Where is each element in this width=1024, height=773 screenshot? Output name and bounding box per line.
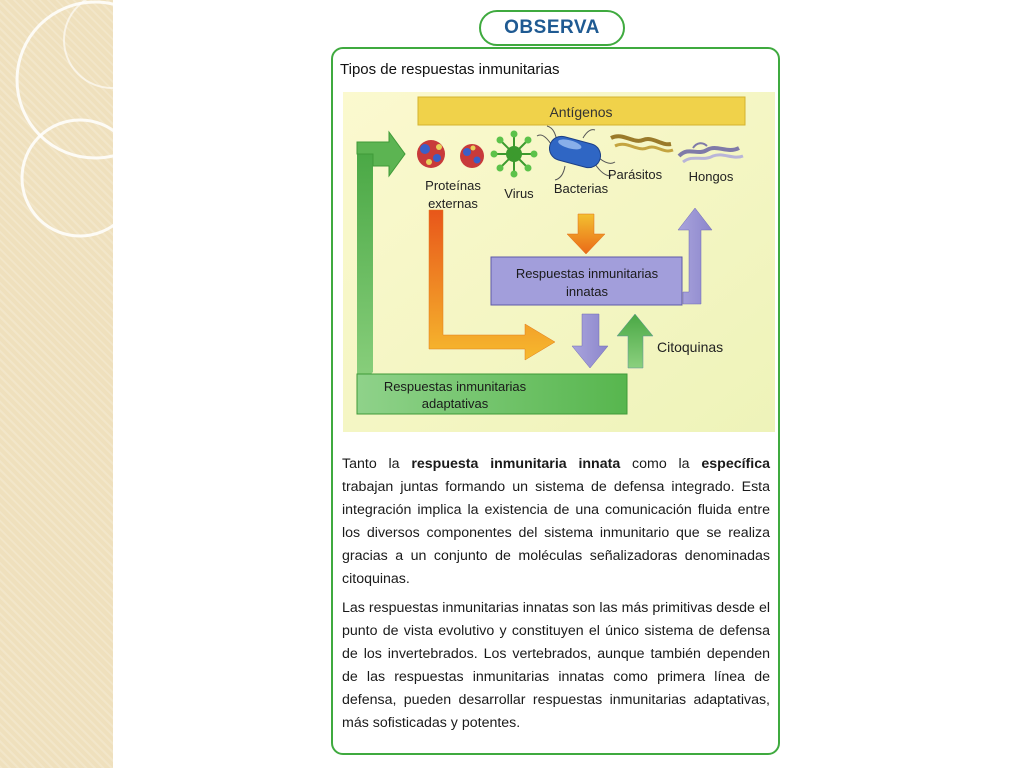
adaptive-responses-box: Respuestas inmunitarias adaptativas — [356, 373, 628, 415]
observa-tab: OBSERVA — [479, 10, 625, 46]
parasite-icon — [610, 134, 674, 153]
cytokine-arrow-down — [571, 313, 609, 369]
antigens-banner: Antígenos — [417, 96, 746, 126]
agent-label-virus: Virus — [504, 186, 534, 201]
agent-label-parasites: Parásitos — [608, 167, 663, 182]
orange-arrow-to-adaptive — [428, 209, 556, 361]
agent-label-fungi: Hongos — [689, 169, 734, 184]
paragraph-1: Tanto la respuesta inmunitaria innata co… — [342, 453, 770, 591]
virus-icon — [490, 130, 538, 178]
agent-label-bacteria: Bacterias — [554, 181, 609, 196]
p1-bold-specific: específica — [701, 456, 770, 472]
adaptive-label-1: Respuestas inmunitarias — [384, 379, 527, 394]
observa-label: OBSERVA — [504, 17, 600, 38]
orange-arrow-to-innate — [566, 213, 606, 255]
fungus-icon — [677, 142, 744, 164]
purple-arrow-up-right — [677, 207, 713, 305]
paragraph-2: Las respuestas inmunitarias innatas son … — [342, 600, 770, 731]
innate-label-1: Respuestas inmunitarias — [516, 266, 659, 281]
antigens-label: Antígenos — [549, 104, 612, 120]
p1-bold-innate: respuesta inmunitaria innata — [411, 456, 621, 472]
green-feedback-arrow — [356, 130, 406, 388]
agent-label-proteins: Proteínas — [425, 178, 481, 193]
immune-response-diagram: Antígenos — [343, 92, 775, 432]
cytokines-label: Citoquinas — [657, 339, 723, 355]
agent-label-proteins-2: externas — [428, 196, 478, 211]
protein-icon — [417, 140, 484, 168]
bacteria-icon — [536, 125, 616, 181]
cytokine-arrow-up — [616, 313, 654, 369]
p1-text-e: trabajan juntas formando un sistema de d… — [342, 479, 770, 587]
figure-title: Tipos de respuestas inmunitarias — [340, 61, 560, 78]
decorative-side-strip — [0, 0, 175, 768]
p1-text-a: Tanto la — [342, 456, 412, 472]
innate-label-2: innatas — [566, 284, 608, 299]
decorative-circles — [15, 0, 175, 238]
body-text: Tanto la respuesta inmunitaria innata co… — [342, 453, 770, 741]
adaptive-label-2: adaptativas — [422, 396, 489, 411]
p1-text-c: como la — [620, 456, 702, 472]
innate-responses-box: Respuestas inmunitarias innatas — [490, 256, 683, 306]
